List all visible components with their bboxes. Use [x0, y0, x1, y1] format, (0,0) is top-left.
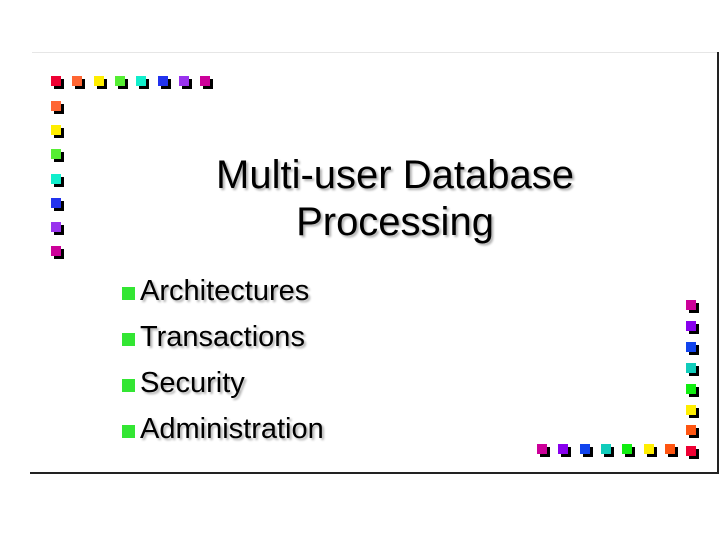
title-line-2: Processing [296, 200, 494, 244]
decorative-square-icon [686, 300, 699, 313]
bullet-item: Transactions [122, 314, 324, 360]
decorative-square-icon [558, 444, 572, 457]
bullet-item: Administration [122, 406, 324, 452]
square-bullet-icon [122, 333, 135, 346]
decorative-square-icon [51, 76, 64, 89]
decorative-square-icon [686, 383, 699, 397]
decorative-square-icon [686, 404, 699, 418]
decorative-square-icon [600, 444, 614, 457]
title-line-1: Multi-user Database [216, 153, 574, 197]
decorative-square-icon [51, 125, 64, 139]
square-bullet-icon [122, 379, 135, 392]
bullet-list: Architectures Transactions Security Admi… [122, 268, 324, 452]
decorative-square-icon [686, 320, 699, 334]
decorative-square-icon [72, 76, 86, 89]
decorative-square-icon [51, 173, 64, 187]
decorative-square-icon [51, 222, 64, 235]
slide-frame-bottom [30, 472, 719, 474]
bullet-label: Security [140, 366, 245, 399]
square-bullet-icon [122, 287, 135, 300]
bullet-item: Security [122, 360, 324, 406]
decorative-square-icon [686, 425, 699, 439]
bullet-label: Architectures [140, 274, 310, 307]
decorative-square-icon [686, 446, 699, 460]
decorative-square-icon [51, 101, 64, 114]
decorative-square-icon [579, 444, 593, 457]
decorative-square-icon [686, 362, 699, 376]
decorative-square-icon [622, 444, 636, 457]
slide-frame-top [32, 52, 718, 53]
decorative-square-icon [686, 341, 699, 355]
square-bullet-icon [122, 425, 135, 438]
decorative-square-icon [93, 76, 107, 89]
decorative-square-icon [643, 444, 657, 457]
decorative-square-icon [114, 76, 128, 89]
decorative-square-icon [178, 76, 192, 89]
slide-title: Multi-user Database Processing [150, 152, 640, 246]
decorative-square-icon [51, 149, 64, 163]
bullet-label: Administration [140, 412, 324, 445]
bullet-item: Architectures [122, 268, 324, 314]
slide-frame-right [717, 52, 719, 474]
decorative-square-icon [51, 246, 64, 260]
decorative-square-icon [157, 76, 171, 89]
decorative-square-icon [537, 444, 550, 457]
decorative-square-icon [200, 76, 214, 89]
decorative-square-icon [664, 444, 678, 457]
decorative-square-icon [51, 197, 64, 211]
bullet-label: Transactions [140, 320, 305, 353]
decorative-square-icon [136, 76, 150, 89]
